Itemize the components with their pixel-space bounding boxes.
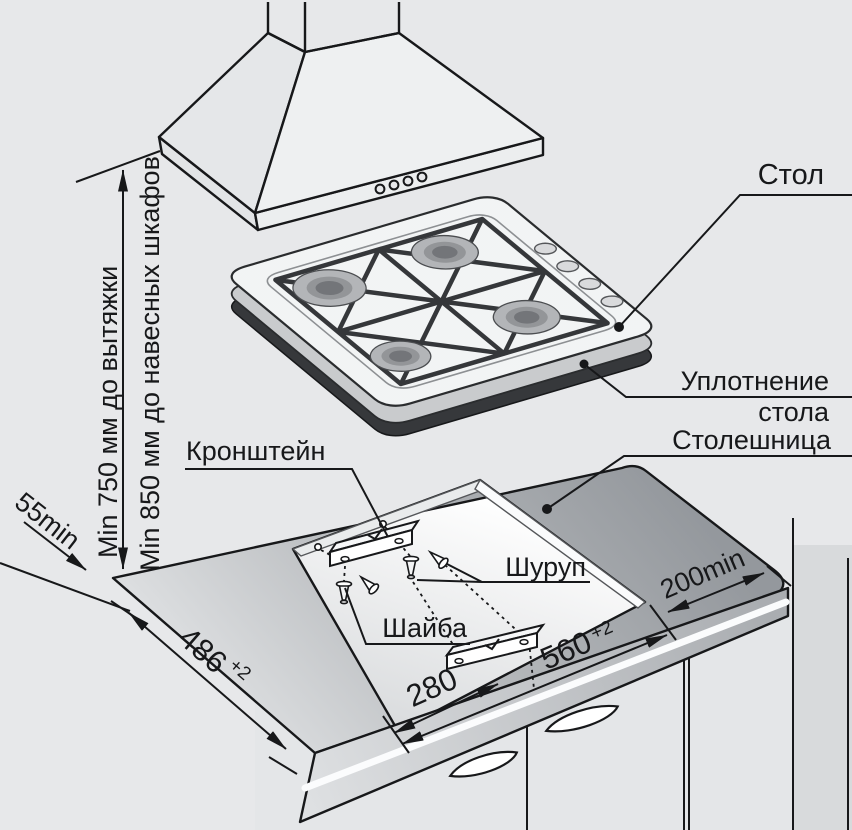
- hood-chimney: [266, 2, 401, 54]
- hood-button: [388, 179, 400, 191]
- hob-leader: [618, 194, 852, 328]
- leader-dot: [542, 504, 552, 514]
- hood-button: [374, 183, 386, 195]
- bracket-hole: [340, 555, 350, 563]
- burner: [279, 263, 380, 313]
- rear-extension-line: [0, 562, 131, 612]
- washer-item: [402, 555, 420, 580]
- label-seal-line1: Уплотнение: [681, 366, 829, 396]
- cutout-depth-line: [128, 612, 287, 750]
- label-screw: Шуруп: [505, 552, 586, 582]
- side-clearance-line: [667, 572, 765, 613]
- control-knobs: [531, 241, 627, 310]
- cabinet-side-panel: [793, 545, 852, 830]
- fixing-screw-icon: [313, 542, 322, 551]
- width-extension-ticks: [382, 604, 677, 754]
- hood-buttons: [374, 171, 428, 195]
- cooker-hood: [157, 2, 545, 232]
- hood-button: [416, 171, 428, 183]
- knob: [575, 277, 605, 292]
- callouts: Стол Уплотнение стола Столешница Кронште…: [185, 159, 852, 645]
- side-extension-tick: [766, 565, 792, 587]
- knob: [597, 294, 627, 309]
- burner: [359, 336, 442, 377]
- label-bracket: Кронштейн: [186, 436, 325, 466]
- hob-tray-edge: [260, 211, 623, 391]
- cabinet-door-double-seam: [683, 658, 690, 830]
- burner: [481, 294, 573, 340]
- knob: [531, 241, 561, 256]
- hob: [223, 193, 660, 440]
- label-hob: Стол: [758, 159, 824, 191]
- hood-extension-line: [75, 150, 161, 183]
- screw-item: [427, 550, 449, 570]
- bracket-notch: [367, 528, 383, 541]
- leader-dot: [614, 322, 624, 332]
- countertop-leader: [546, 455, 852, 510]
- label-countertop: Столешница: [672, 425, 832, 455]
- seal-leader: [583, 363, 852, 398]
- leader-dot: [579, 359, 589, 369]
- bracket-rear: [327, 519, 421, 568]
- burner: [399, 229, 491, 275]
- label-washer: Шайба: [382, 613, 468, 643]
- rear-clearance-line: [23, 521, 87, 571]
- bracket-hole: [394, 537, 404, 545]
- label-seal-line2: стола: [758, 397, 830, 427]
- cutout-width-line: [401, 634, 668, 745]
- cutout-right-wall: [474, 478, 647, 609]
- dimension-cabinets-clearance: Min 850 мм до навесных шкафов: [135, 156, 165, 571]
- screw-leader: [416, 563, 590, 583]
- bracket-leader: [185, 468, 389, 538]
- dimension-hood-clearance: Min 750 мм до вытяжки: [93, 266, 123, 558]
- door-handle-left: [448, 750, 519, 778]
- knob: [553, 259, 583, 274]
- washer-leader: [344, 587, 470, 645]
- screw-item: [358, 574, 380, 595]
- burners: [277, 229, 573, 377]
- hood-button: [402, 175, 414, 187]
